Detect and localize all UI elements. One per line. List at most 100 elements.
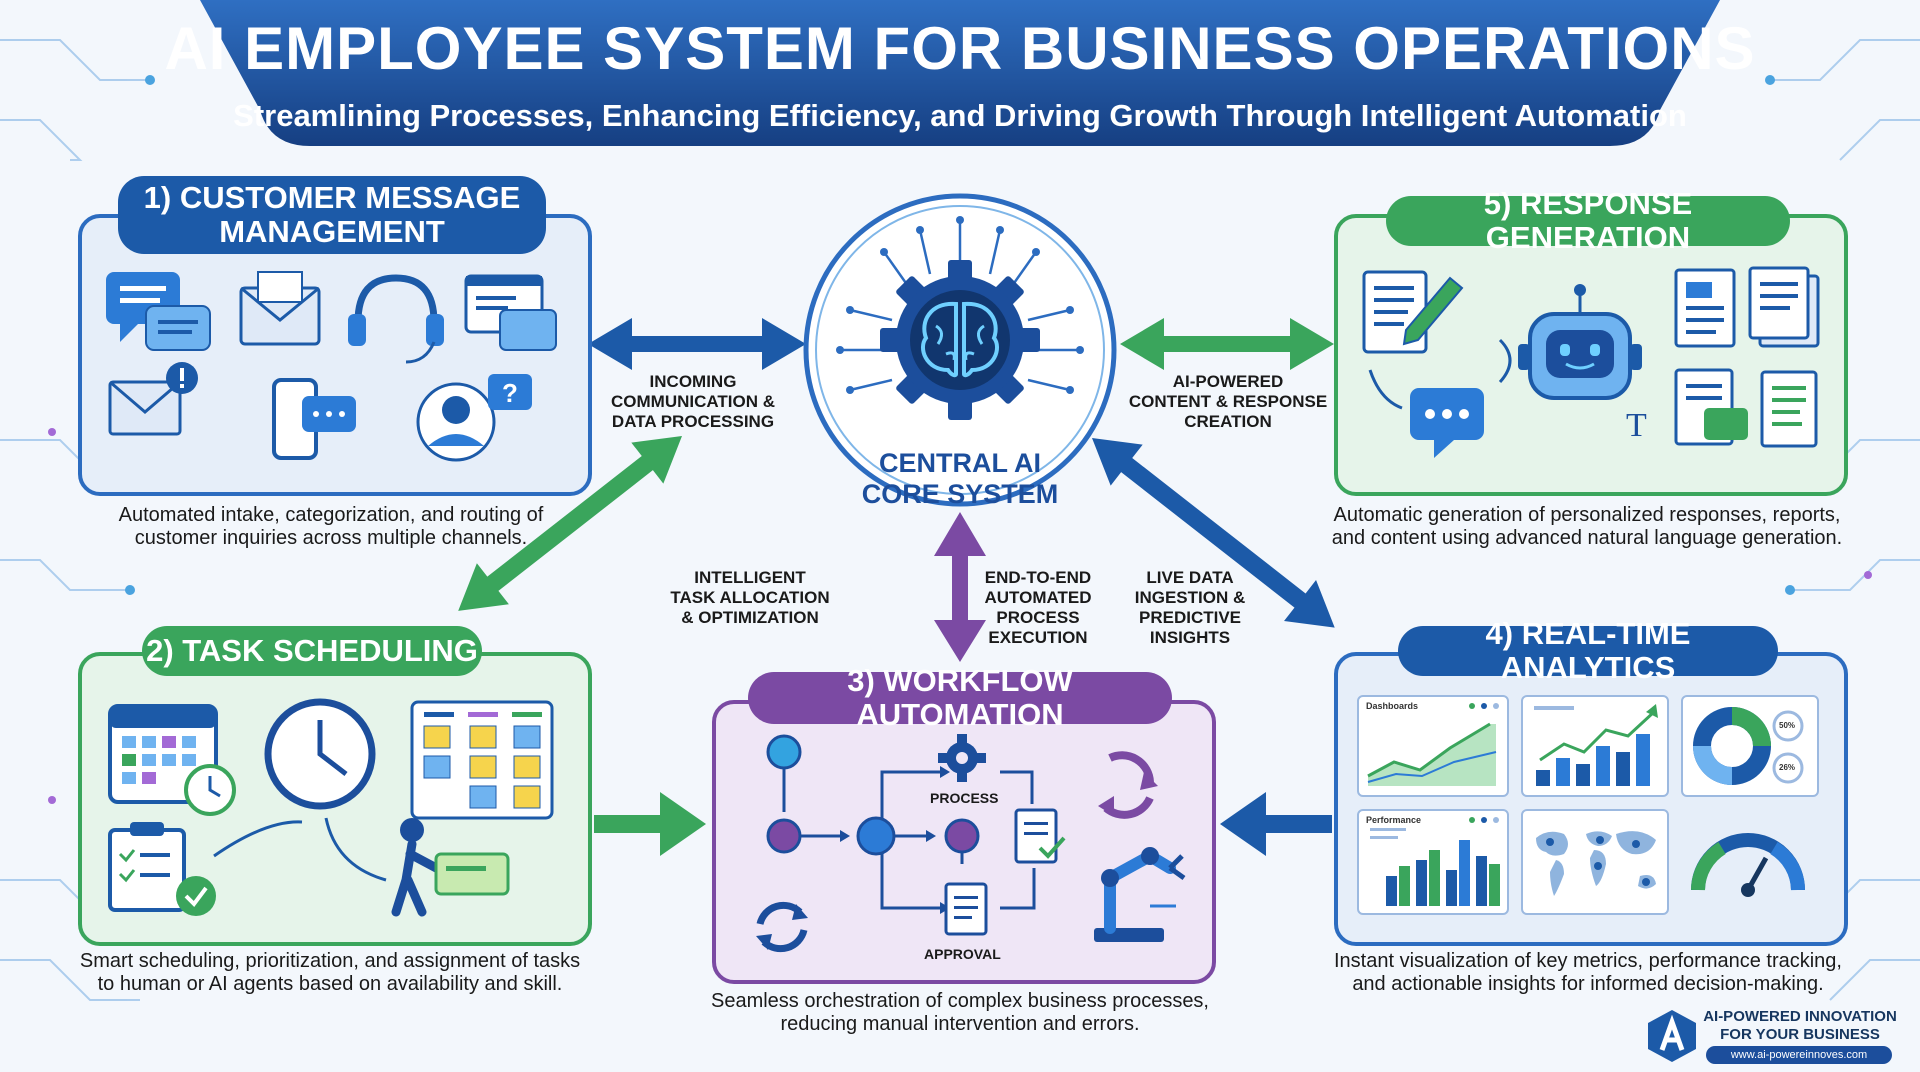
calendar-icon (108, 704, 236, 816)
flow-label-intelligent: INTELLIGENT TASK ALLOCATION & OPTIMIZATI… (660, 568, 840, 628)
worker-icon (391, 818, 510, 917)
panel-customer-desc-line2: customer inquiries across multiple chann… (134, 527, 528, 549)
arrow-core-workflow (934, 512, 986, 662)
analytics-pct-a: 50% (1779, 721, 1796, 730)
flow-label-incoming-line3: DATA PROCESSING (611, 412, 775, 431)
arrow-task-workflow (594, 792, 706, 856)
gauge-icon (1691, 833, 1805, 897)
panel-analytics-desc: Instant visualization of key metrics, pe… (1316, 950, 1860, 996)
panel-customer-desc: Automated intake, categorization, and ro… (78, 504, 584, 550)
flow-label-live-data-line3: PREDICTIVE (1138, 608, 1242, 627)
panel-response-desc-line2: and content using advanced natural langu… (1331, 527, 1843, 549)
svg-text:T: T (1626, 407, 1647, 444)
sync-cycle-icon (756, 901, 808, 953)
panel-customer-title-line1: 1) CUSTOMER MESSAGE (143, 180, 521, 215)
core-label-line1: CENTRAL AI (879, 448, 1041, 478)
arrow-to-clock (213, 820, 303, 858)
brand-logo-text: AI-POWERED INNOVATION FOR YOUR BUSINESS (1700, 1008, 1900, 1044)
flow-label-live-data-line4: INSIGHTS (1149, 628, 1231, 647)
mobile-chat-icon (272, 378, 356, 460)
panel-customer-desc-line1: Automated intake, categorization, and ro… (118, 504, 544, 526)
panel-analytics-desc-line1: Instant visualization of key metrics, pe… (1334, 950, 1842, 972)
arrow-analytics-workflow (1220, 792, 1332, 856)
approved-document-icon (1014, 808, 1066, 864)
brand-logo-line2: FOR YOUR BUSINESS (1720, 1026, 1880, 1043)
flow-label-intelligent-line3: & OPTIMIZATION (681, 608, 819, 627)
stacked-documents-icon (1748, 266, 1820, 348)
brand-url[interactable]: www.ai-powereinnoves.com (1706, 1046, 1892, 1064)
flow-label-ai-powered-line3: CREATION (1184, 412, 1272, 431)
panel-task-title: 2) TASK SCHEDULING (142, 626, 482, 676)
arrow-core-analytics (1092, 438, 1335, 628)
text-document-icon (1760, 370, 1818, 448)
panel-response-desc: Automatic generation of personalized res… (1310, 504, 1864, 550)
flow-label-incoming-line2: COMMUNICATION & (611, 392, 775, 411)
donut-chart-card (1681, 695, 1819, 797)
headset-icon (348, 274, 444, 364)
analytics-dashboards (1357, 695, 1819, 915)
arrow-customer-core (588, 318, 806, 370)
flow-label-end-to-end-line1: END-TO-END (984, 568, 1092, 587)
workflow-diagram (756, 734, 1186, 953)
checklist-icon (108, 822, 216, 916)
process-node-b (944, 818, 980, 854)
panel-task-desc-line1: Smart scheduling, prioritization, and as… (79, 950, 581, 972)
decision-node (856, 816, 896, 856)
web-chat-icon (464, 274, 557, 351)
panel-task-desc-line2: to human or AI agents based on availabil… (97, 973, 563, 995)
dashboard-line-chart-card (1357, 695, 1509, 797)
arrow-to-worker (324, 817, 387, 882)
flow-label-end-to-end-line2: AUTOMATED (984, 588, 1092, 607)
flow-label-ai-powered-line1: AI-POWERED (1172, 372, 1284, 391)
document-pen-icon (1362, 270, 1464, 354)
brand-logo-line1: AI-POWERED INNOVATION (1703, 1008, 1897, 1025)
flow-label-incoming-line1: INCOMING (649, 372, 737, 391)
chat-bubbles-icon (106, 272, 211, 351)
flow-label-end-to-end: END-TO-END AUTOMATED PROCESS EXECUTION (978, 568, 1098, 648)
response-icons: T (1362, 266, 1820, 458)
panel-customer-title-line2: MANAGEMENT (219, 214, 445, 249)
user-question-icon: ? (416, 374, 532, 462)
page-title: AI EMPLOYEE SYSTEM FOR BUSINESS OPERATIO… (164, 15, 1756, 82)
svg-text:?: ? (502, 378, 518, 408)
robot-icon: T (1518, 284, 1647, 444)
chat-bubble-icon (1368, 338, 1512, 458)
flow-label-end-to-end-line4: EXECUTION (988, 628, 1088, 647)
central-ai-core (803, 193, 1117, 507)
flow-label-incoming: INCOMING COMMUNICATION & DATA PROCESSING (600, 372, 786, 432)
envelope-icon (239, 271, 321, 346)
workflow-approval-label: APPROVAL (924, 946, 1001, 962)
flow-label-ai-powered-line2: CONTENT & RESPONSE (1128, 392, 1328, 411)
gear-icon (938, 734, 986, 782)
core-label-line2: CORE SYSTEM (861, 479, 1059, 509)
analytics-performance-label: Performance (1366, 815, 1422, 825)
title-banner (200, 0, 1720, 146)
flow-label-live-data: LIVE DATA INGESTION & PREDICTIVE INSIGHT… (1130, 568, 1250, 648)
flow-label-live-data-line1: LIVE DATA (1146, 568, 1234, 587)
panel-workflow-desc-line2: reducing manual intervention and errors. (780, 1013, 1140, 1035)
panel-customer-title: 1) CUSTOMER MESSAGE MANAGEMENT (118, 176, 546, 254)
clock-icon (264, 698, 376, 810)
arrow-response-core (1120, 318, 1334, 370)
kanban-board-icon (410, 700, 554, 820)
panel-analytics-title: 4) REAL-TIME ANALYTICS (1398, 617, 1778, 685)
performance-bar-chart-card (1357, 809, 1509, 915)
world-map-card (1521, 809, 1669, 915)
mail-document-icon (1674, 268, 1736, 348)
page-subtitle: Streamlining Processes, Enhancing Effici… (233, 98, 1687, 133)
alert-mail-icon (108, 362, 198, 436)
analytics-pct-b: 26% (1779, 763, 1796, 772)
workflow-process-label: PROCESS (930, 790, 999, 806)
panel-task-desc: Smart scheduling, prioritization, and as… (60, 950, 600, 996)
brand-logo-icon (1648, 1010, 1696, 1062)
flow-label-intelligent-line2: TASK ALLOCATION (670, 588, 830, 607)
growth-bar-chart-card (1521, 695, 1669, 797)
analytics-dashboards-label: Dashboards (1366, 701, 1419, 711)
flow-label-ai-powered: AI-POWERED CONTENT & RESPONSE CREATION (1128, 372, 1328, 432)
flow-label-live-data-line2: INGESTION & (1134, 588, 1246, 607)
panel-workflow-desc-line1: Seamless orchestration of complex busine… (710, 990, 1209, 1012)
customer-icons: ? (106, 271, 557, 462)
process-node-a (766, 818, 802, 854)
panel-analytics-desc-line2: and actionable insights for informed dec… (1352, 973, 1824, 995)
